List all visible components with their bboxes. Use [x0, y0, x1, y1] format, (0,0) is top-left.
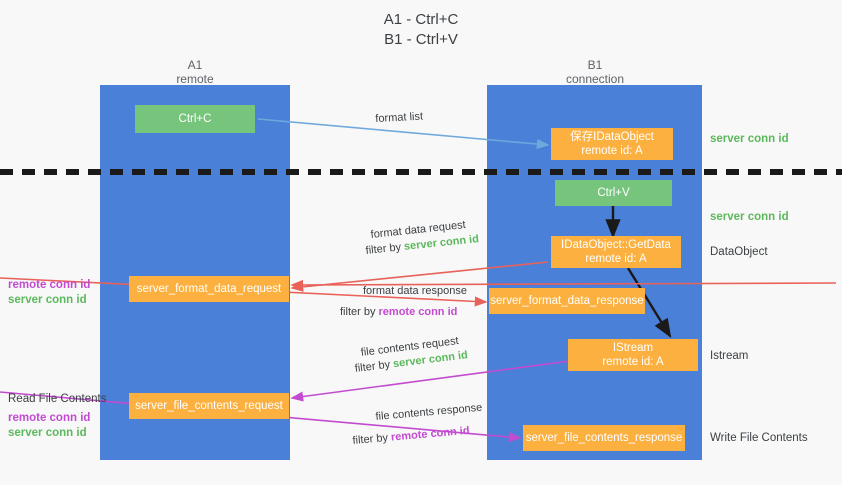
left-remote-conn-id: remote conn id — [8, 279, 91, 291]
left-annotation-read-file-contents: Read File Contents — [8, 392, 106, 407]
right-server-conn-id-mid-text: server conn id — [710, 211, 789, 223]
box-getdata[interactable]: IDataObject::GetData remote id: A — [551, 236, 681, 268]
label-file-contents-response: file contents response — [375, 401, 483, 424]
right-istream-text: Istream — [710, 350, 749, 362]
filter-prefix: filter by — [365, 240, 405, 257]
left-server-conn-id: server conn id — [8, 294, 87, 306]
label-format-list-text: format list — [375, 110, 424, 125]
box-server-format-data-request[interactable]: server_format_data_request — [129, 276, 289, 302]
left-remote-conn-id-lower: remote conn id — [8, 412, 91, 424]
title-line-2: B1 - Ctrl+V — [384, 31, 458, 48]
filter-prefix: filter by — [354, 358, 394, 375]
box-server-format-data-response[interactable]: server_format_data_response — [489, 288, 645, 314]
column-header-left-role: remote — [176, 72, 214, 86]
box-istream[interactable]: IStream remote id: A — [568, 339, 698, 371]
box-server-format-data-request-label: server_format_data_request — [136, 283, 282, 295]
box-ctrl-v-label: Ctrl+V — [597, 187, 630, 199]
box-server-file-contents-request-label: server_file_contents_request — [135, 400, 283, 412]
filter-prefix: filter by — [340, 306, 379, 318]
left-server-conn-id-lower: server conn id — [8, 427, 87, 439]
right-annotation-server-conn-id-mid: server conn id — [710, 210, 789, 225]
column-header-left: A1 remote — [115, 58, 275, 86]
box-getdata-line2: remote id: A — [585, 253, 647, 265]
box-getdata-line1: IDataObject::GetData — [561, 239, 671, 251]
read-file-contents-label: Read File Contents — [8, 393, 107, 405]
label-format-list: format list — [375, 110, 423, 126]
label-file-contents-response-main: file contents response — [375, 401, 483, 423]
column-header-right: B1 connection — [515, 58, 675, 86]
filter-prefix: filter by — [352, 431, 392, 447]
right-dataobject-text: DataObject — [710, 246, 768, 258]
box-save-dataobject-line1: 保存IDataObject — [570, 131, 654, 143]
label-format-data-response-main: format data response — [363, 285, 467, 297]
right-write-file-contents-text: Write File Contents — [710, 432, 808, 444]
right-server-conn-id-top-text: server conn id — [710, 133, 789, 145]
filter-value-remote-conn-id: remote conn id — [378, 306, 458, 318]
box-server-format-data-response-label: server_format_data_response — [490, 295, 644, 307]
page-title: A1 - Ctrl+C B1 - Ctrl+V — [0, 10, 842, 50]
left-annotation-conn-ids-lower: remote conn id server conn id — [8, 411, 90, 441]
box-istream-line2: remote id: A — [602, 356, 664, 368]
box-server-file-contents-response-label: server_file_contents_response — [525, 432, 683, 444]
box-ctrl-c[interactable]: Ctrl+C — [135, 105, 255, 133]
box-save-dataobject[interactable]: 保存IDataObject remote id: A — [551, 128, 673, 160]
column-header-left-name: A1 — [187, 58, 203, 72]
box-istream-line1: IStream — [612, 342, 654, 354]
label-file-contents-response-filter: filter by remote conn id — [352, 424, 470, 448]
box-server-file-contents-response[interactable]: server_file_contents_response — [523, 425, 685, 451]
column-header-right-name: B1 — [587, 58, 603, 72]
title-line-1: A1 - Ctrl+C — [383, 11, 459, 28]
box-server-file-contents-request[interactable]: server_file_contents_request — [129, 393, 289, 419]
column-header-right-role: connection — [565, 72, 625, 86]
right-annotation-server-conn-id-top: server conn id — [710, 132, 789, 147]
left-annotation-conn-ids-upper: remote conn id server conn id — [8, 278, 90, 308]
filter-value-remote-conn-id: remote conn id — [390, 424, 471, 444]
right-annotation-write-file-contents: Write File Contents — [710, 431, 808, 446]
label-format-data-response: format data response — [363, 284, 467, 298]
box-ctrl-v[interactable]: Ctrl+V — [555, 180, 672, 206]
right-annotation-istream: Istream — [710, 349, 748, 364]
box-ctrl-c-label: Ctrl+C — [178, 113, 212, 125]
label-format-data-response-filter: filter by remote conn id — [340, 305, 457, 319]
right-annotation-dataobject: DataObject — [710, 245, 768, 260]
box-save-dataobject-line2: remote id: A — [581, 145, 643, 157]
